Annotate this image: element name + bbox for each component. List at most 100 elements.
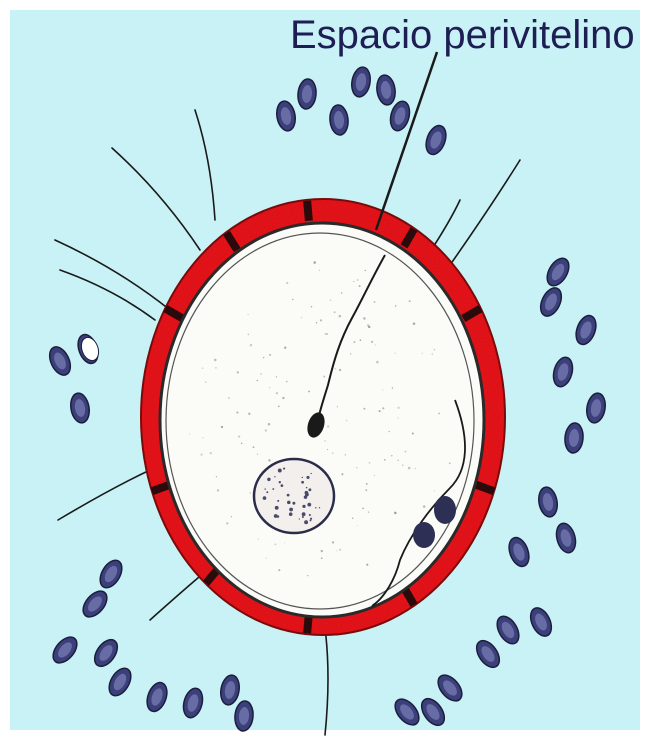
cytoplasm-granule [221, 426, 223, 428]
cytoplasm-granule [226, 522, 228, 524]
cytoplasm-granule [316, 322, 317, 323]
cytoplasm-granule [413, 322, 416, 325]
nucleus [254, 459, 334, 533]
cytoplasm-granule [265, 429, 267, 431]
chromatin-dot [274, 476, 275, 477]
cytoplasm-granule [384, 459, 386, 461]
cytoplasm-granule [374, 475, 375, 476]
cytoplasm-granule [260, 373, 262, 375]
cytoplasm-granule [216, 476, 217, 477]
cytoplasm-granule [237, 371, 239, 373]
cytoplasm-granule [375, 344, 376, 345]
cytoplasm-granule [365, 270, 366, 271]
cytoplasm-granule [368, 326, 371, 329]
chromatin-dot [287, 501, 291, 505]
cytoplasm-granule [292, 299, 293, 300]
cytoplasm-granule [432, 353, 434, 355]
cytoplasm-granule [308, 390, 310, 392]
cytoplasm-granule [324, 440, 326, 442]
cytoplasm-granule [205, 381, 207, 383]
cytoplasm-granule [339, 369, 341, 371]
cytoplasm-granule [258, 538, 259, 539]
cytoplasm-granule [339, 315, 342, 318]
chromatin-dot [292, 502, 295, 505]
chromatin-dot [281, 484, 284, 487]
cytoplasm-granule [379, 410, 381, 412]
cytoplasm-granule [353, 281, 354, 282]
cytoplasm-granule [337, 406, 338, 407]
cytoplasm-granule [323, 376, 325, 378]
cytoplasm-granule [276, 392, 278, 394]
chromatin-dot [278, 469, 282, 473]
cytoplasm-granule [250, 492, 251, 493]
cytoplasm-granule [215, 367, 217, 369]
cytoplasm-granule [382, 390, 383, 391]
cytoplasm-granule [422, 353, 423, 354]
chromatin-dot [309, 514, 311, 516]
cytoplasm-granule [392, 387, 393, 388]
cytoplasm-granule [438, 413, 440, 415]
cytoplasm-granule [345, 454, 347, 456]
chromatin-dot [306, 476, 309, 479]
cytoplasm-granule [336, 550, 337, 551]
cytoplasm-granule [202, 437, 203, 438]
cytoplasm-granule [402, 465, 403, 466]
cytoplasm-granule [248, 314, 249, 315]
cytoplasm-granule [398, 460, 399, 461]
cytoplasm-granule [256, 380, 258, 382]
cytoplasm-granule [414, 468, 416, 470]
chromatin-dot [263, 496, 267, 500]
cytoplasm-granule [434, 349, 435, 350]
cytoplasm-granule [341, 292, 342, 293]
cytoplasm-granule [332, 541, 334, 543]
cytoplasm-granule [278, 569, 280, 571]
cytoplasm-granule [327, 449, 328, 450]
cytoplasm-granule [359, 285, 361, 287]
chromatin-dot [310, 518, 312, 520]
cytoplasm-granule [397, 407, 399, 409]
cytoplasm-granule [405, 451, 407, 453]
chromatin-dot [302, 516, 304, 518]
cytoplasm-granule [409, 300, 411, 302]
cytoplasm-granule [263, 357, 264, 358]
cytoplasm-granule [327, 425, 329, 427]
cytoplasm-granule [363, 317, 366, 320]
chromatin-dot [277, 500, 279, 502]
chromatin-dot [277, 515, 280, 518]
cytoplasm-granule [398, 417, 399, 418]
chromatin-dot [302, 512, 306, 516]
cytoplasm-granule [382, 407, 384, 409]
cytoplasm-granule [321, 550, 324, 553]
cytoplasm-granule [210, 452, 212, 454]
chromatin-dot [307, 503, 311, 507]
cytoplasm-granule [189, 433, 190, 434]
cytoplasm-granule [374, 301, 376, 303]
chromatin-dot [302, 477, 303, 478]
cytoplasm-granule [228, 397, 230, 399]
cytoplasm-granule [269, 354, 271, 356]
cytoplasm-granule [369, 462, 371, 464]
chromatin-dot [304, 520, 308, 524]
cytoplasm-granule [335, 368, 336, 369]
cytoplasm-granule [319, 270, 320, 271]
chromatin-dot [302, 505, 305, 508]
cytoplasm-granule [363, 408, 365, 410]
cytoplasm-granule [321, 557, 323, 559]
cytoplasm-granule [449, 462, 451, 464]
chromatin-dot [279, 481, 281, 483]
cytoplasm-granule [366, 564, 368, 566]
cytoplasm-granule [357, 525, 358, 526]
cytoplasm-granule [350, 353, 351, 354]
cytoplasm-granule [313, 261, 316, 264]
chromatin-dot [275, 506, 279, 510]
cytoplasm-granule [282, 397, 284, 399]
chromatin-dot [289, 508, 293, 512]
cytoplasm-granule [202, 368, 203, 369]
chromatin-dot [301, 481, 304, 484]
chromatin-dot [299, 518, 300, 519]
cytoplasm-granule [253, 446, 255, 448]
cytoplasm-granule [357, 279, 359, 281]
cytoplasm-granule [368, 511, 370, 513]
cytoplasm-granule [231, 516, 232, 517]
